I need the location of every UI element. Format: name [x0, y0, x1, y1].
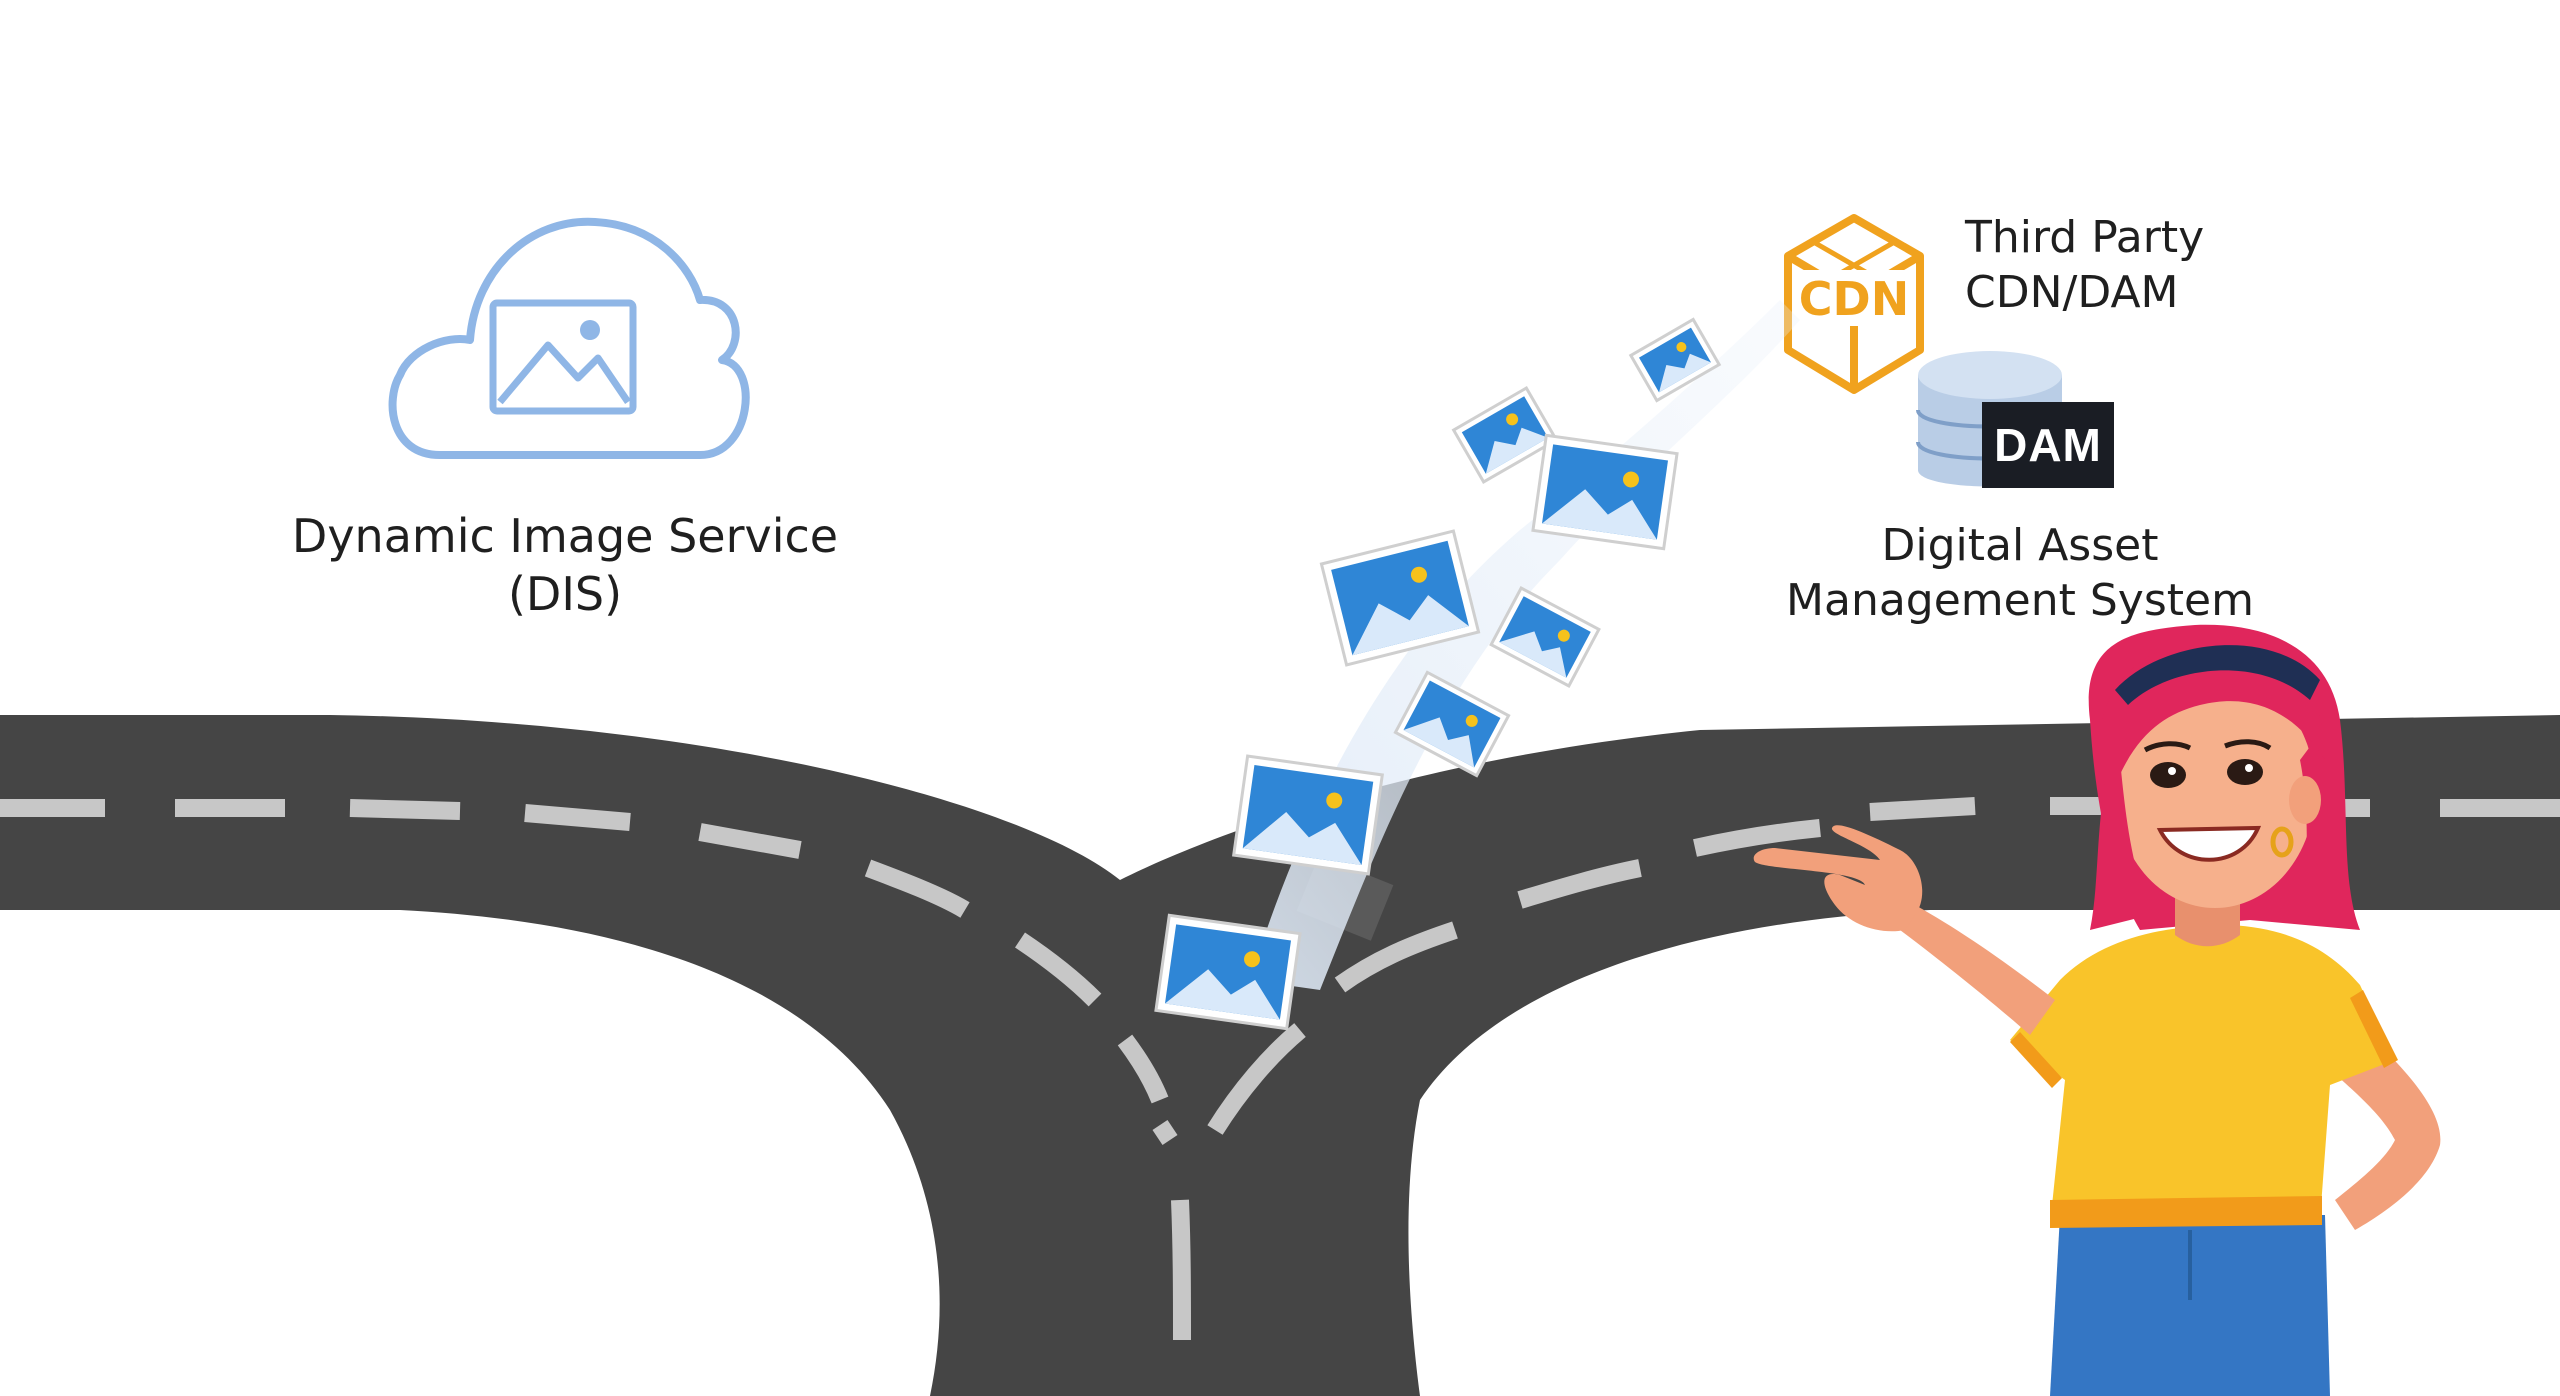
photo-icon: [1628, 317, 1722, 403]
photo-icon: [1393, 670, 1511, 778]
woman-character: [1753, 624, 2441, 1396]
photo-icon: [1319, 529, 1481, 667]
photo-icon: [1531, 433, 1679, 551]
dis-title: Dynamic Image Service: [291, 509, 839, 563]
third-party-label: Third Party CDN/DAM: [1965, 210, 2385, 320]
dam-label: Digital Asset Management System: [1760, 518, 2280, 628]
dam-badge: DAM: [1982, 402, 2114, 488]
third-party-title: Third Party: [1965, 212, 2205, 263]
photo-icon: [1154, 913, 1302, 1031]
lane-markings: [0, 797, 2560, 1341]
cdn-text: CDN: [1799, 272, 1909, 326]
dam-title: Digital Asset: [1881, 520, 2159, 571]
cdn-cube-icon: CDN: [1784, 214, 1924, 394]
photo-icon: [1232, 754, 1384, 876]
dis-acronym: (DIS): [507, 566, 623, 621]
photo-icon: [1489, 586, 1601, 688]
cloud-image-icon: [388, 217, 750, 459]
dis-label: Dynamic Image Service (DIS): [280, 508, 850, 623]
third-party-subtitle: CDN/DAM: [1965, 267, 2179, 318]
dam-subtitle: Management System: [1786, 575, 2254, 626]
flying-images: [1154, 317, 1722, 1031]
photo-icon: [1451, 385, 1559, 485]
image-trail: [1250, 300, 1800, 990]
